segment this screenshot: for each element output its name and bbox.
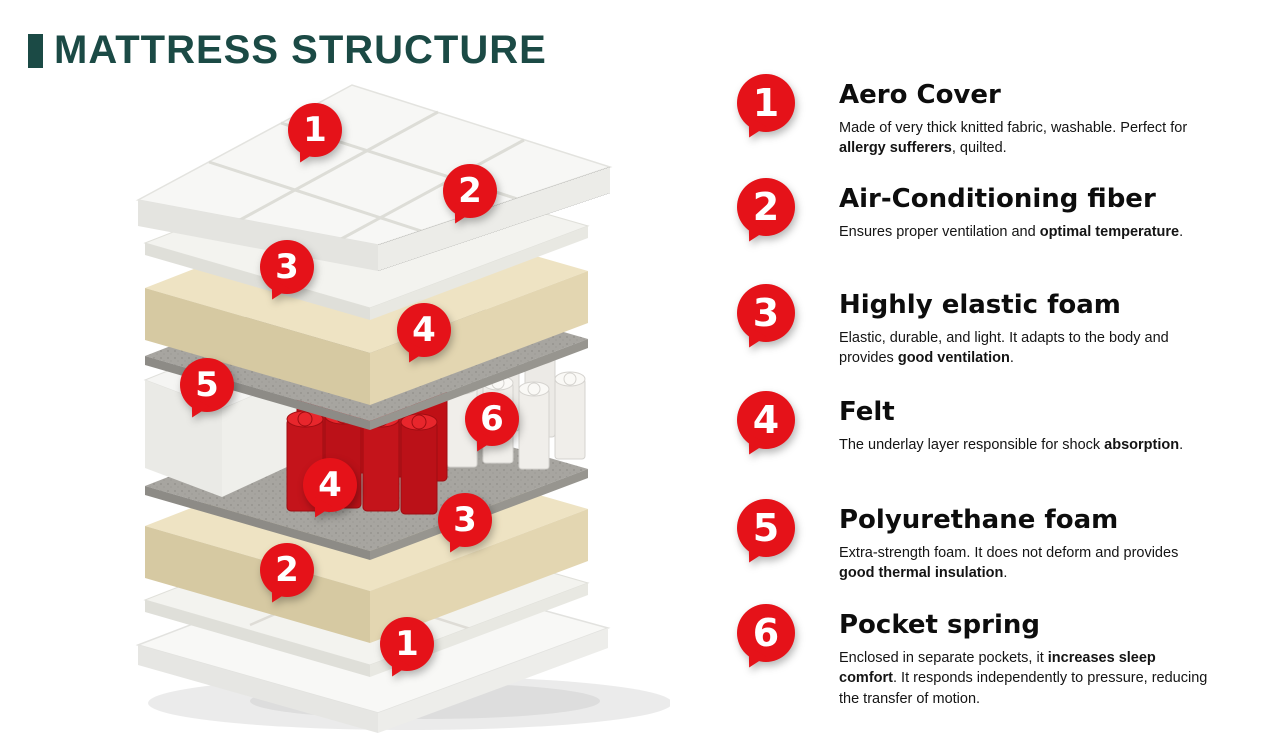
legend-item-aero-cover: 1 Aero Cover Made of very thick knitted … bbox=[737, 74, 1257, 159]
legend-item-pocket-spring: 6 Pocket spring Enclosed in separate poc… bbox=[737, 604, 1257, 709]
legend-heading-highly-elastic-foam: Highly elastic foam bbox=[839, 290, 1121, 320]
legend-item-polyurethane-foam: 5 Polyurethane foam Extra-strength foam.… bbox=[737, 499, 1257, 584]
legend-number-badge-3: 3 bbox=[737, 284, 795, 342]
page-title: MATTRESS STRUCTURE bbox=[54, 28, 547, 72]
mattress-diagram bbox=[110, 55, 670, 743]
header: MATTRESS STRUCTURE bbox=[28, 28, 547, 73]
badge-number: 3 bbox=[752, 291, 780, 335]
legend-description-pocket-spring: Enclosed in separate pockets, it increas… bbox=[839, 650, 1208, 707]
legend-description-aero-cover: Made of very thick knitted fabric, washa… bbox=[839, 120, 1188, 157]
legend-heading-pocket-spring: Pocket spring bbox=[839, 610, 1040, 640]
legend-heading-air-conditioning-fiber: Air-Conditioning fiber bbox=[839, 184, 1156, 214]
legend-number-badge-2: 2 bbox=[737, 178, 795, 236]
legend-number-badge-1: 1 bbox=[737, 74, 795, 132]
legend-heading-aero-cover: Aero Cover bbox=[839, 80, 1001, 110]
badge-number: 5 bbox=[752, 506, 780, 550]
legend-description-highly-elastic-foam: Elastic, durable, and light. It adapts t… bbox=[839, 330, 1169, 367]
legend-description-air-conditioning-fiber: Ensures proper ventilation and optimal t… bbox=[839, 224, 1184, 240]
mattress-layers-illustration bbox=[135, 84, 670, 733]
legend-item-felt: 4 Felt The underlay layer responsible fo… bbox=[737, 391, 1257, 455]
badge-number: 6 bbox=[752, 611, 780, 655]
legend-description-polyurethane-foam: Extra-strength foam. It does not deform … bbox=[839, 545, 1179, 582]
legend-item-air-conditioning-fiber: 2 Air-Conditioning fiber Ensures proper … bbox=[737, 178, 1257, 242]
title-accent-bar bbox=[28, 33, 43, 68]
legend-description-felt: The underlay layer responsible for shock… bbox=[839, 437, 1184, 453]
legend-heading-polyurethane-foam: Polyurethane foam bbox=[839, 505, 1119, 535]
legend-heading-felt: Felt bbox=[839, 397, 895, 427]
badge-number: 4 bbox=[752, 398, 780, 442]
legend-number-badge-5: 5 bbox=[737, 499, 795, 557]
badge-number: 1 bbox=[752, 81, 780, 125]
legend-number-badge-4: 4 bbox=[737, 391, 795, 449]
legend-item-highly-elastic-foam: 3 Highly elastic foam Elastic, durable, … bbox=[737, 284, 1257, 369]
badge-number: 2 bbox=[752, 185, 780, 229]
legend-number-badge-6: 6 bbox=[737, 604, 795, 662]
